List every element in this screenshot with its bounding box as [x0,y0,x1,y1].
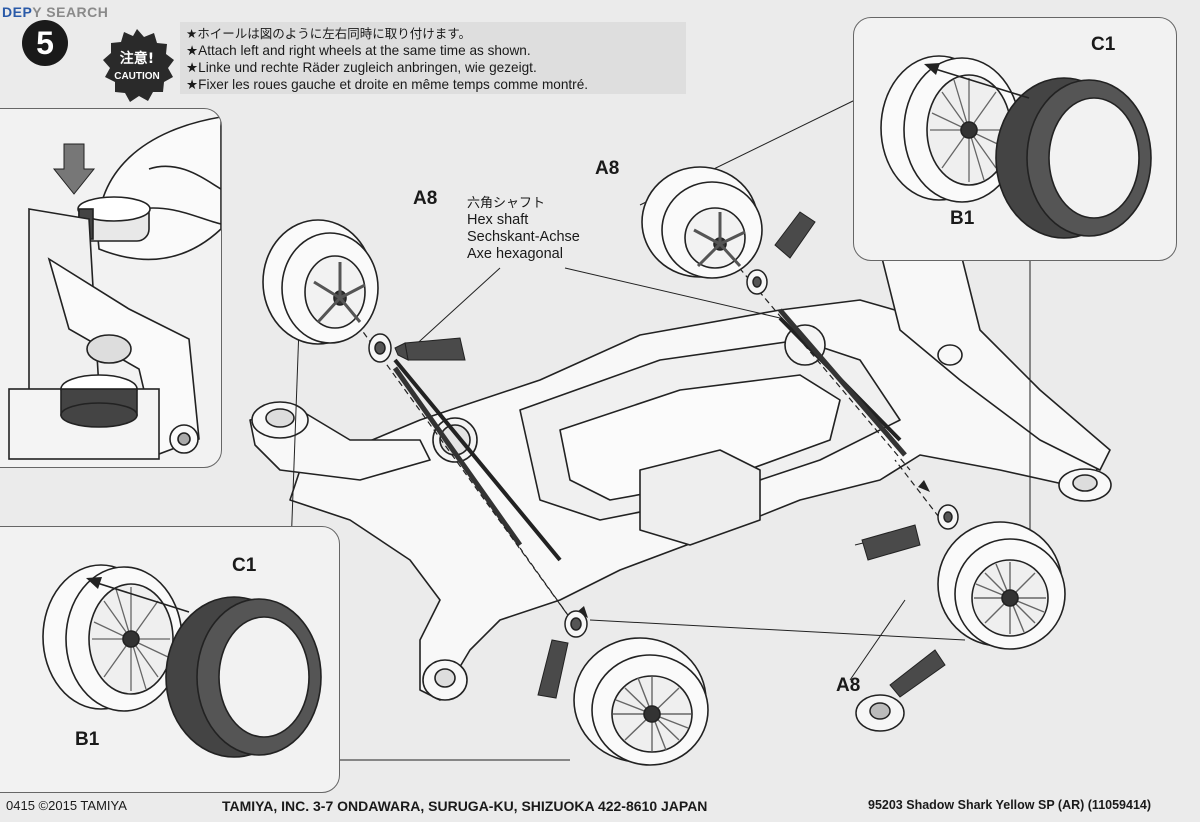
wheel-front-left [262,219,379,345]
washers [368,269,959,732]
caution-notes: ★ホイールは図のように左右同時に取り付けます。 ★Attach left and… [180,22,686,94]
hex-shaft-jp: 六角シャフト [467,196,546,211]
footer-product: 95203 Shadow Shark Yellow SP (AR) (11059… [868,798,1152,812]
inset-tire-bottom [0,526,340,793]
label-c1-bottom: C1 [232,555,257,576]
hex-shaft-callout: 六角シャフト Hex shaft Sechskant-Achse Axe hex… [467,195,580,263]
label-b1-top: B1 [950,208,975,229]
tire-mount-top-illustration [880,55,1152,239]
inset-tire-top [853,17,1177,261]
tire-mount-bottom-illustration [42,564,322,758]
step-number-badge: 5 [22,20,68,66]
label-a8-bottom: A8 [836,675,861,696]
note-en: ★Attach left and right wheels at the sam… [186,43,531,58]
wheel-rear-left [641,166,763,279]
caution-badge: 注意! CAUTION [103,29,174,102]
note-de: ★Linke und rechte Räder zugleich anbring… [186,60,537,75]
footer-left: 0415 ©2015 TAMIYA [6,798,127,813]
hex-shaft-en: Hex shaft [467,212,529,228]
footer-address: TAMIYA, INC. 3-7 ONDAWARA, SURUGA-KU, SH… [222,798,708,814]
label-a8-rear: A8 [595,158,620,179]
press-wheel-illustration [8,116,221,460]
grease-tubes [394,211,946,699]
caution-jp: 注意! [120,50,154,67]
inset-press-wheel [0,108,222,468]
note-fr: ★Fixer les roues gauche et droite en mêm… [186,77,589,92]
footer-copyright: ©2015 TAMIYA [38,798,127,813]
label-a8-front: A8 [413,188,438,209]
hex-shaft-fr: Axe hexagonal [467,246,563,262]
label-b1-bottom: B1 [75,729,100,750]
caution-en: CAUTION [114,71,160,82]
hex-shaft-de: Sechskant-Achse [467,229,580,245]
footer-code: 0415 [6,798,35,813]
watermark: DEPY SEARCH [2,4,109,20]
note-jp: ★ホイールは図のように左右同時に取り付けます。 [186,26,471,41]
guide-lines [339,244,946,626]
label-c1-top: C1 [1091,34,1116,55]
chassis [249,229,1112,701]
wheel-front-right [573,637,709,766]
wheel-rear-right [937,521,1066,650]
